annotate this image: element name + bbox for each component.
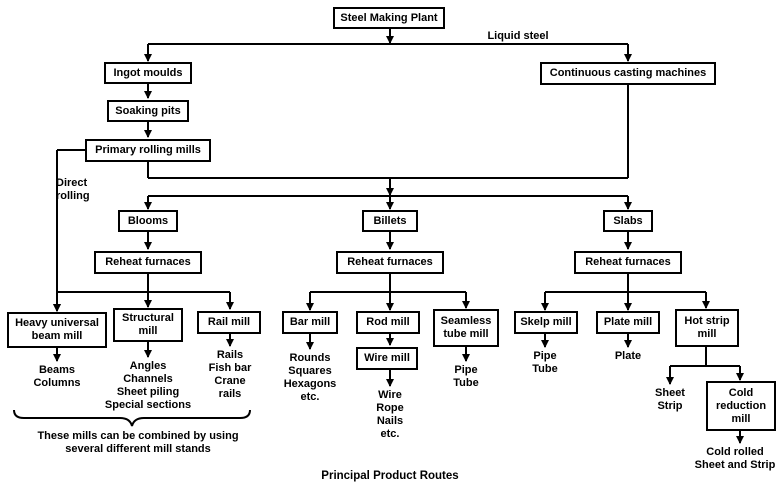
products-plate: Plate bbox=[614, 350, 642, 362]
products-structural: Angles Channels Sheet piling Special sec… bbox=[104, 360, 192, 411]
products-skelp: Pipe Tube bbox=[532, 350, 558, 375]
node-bar-mill: Bar mill bbox=[282, 311, 338, 334]
node-rail-mill: Rail mill bbox=[197, 311, 261, 334]
products-seamless: Pipe Tube bbox=[453, 364, 479, 389]
products-rail: Rails Fish bar Crane rails bbox=[208, 349, 252, 400]
node-heavy-universal-beam-mill: Heavy universal beam mill bbox=[7, 312, 107, 348]
label-liquid-steel: Liquid steel bbox=[487, 30, 549, 42]
node-blooms: Blooms bbox=[118, 210, 178, 232]
products-heavy-beam: Beams Columns bbox=[33, 364, 81, 389]
node-plate-mill: Plate mill bbox=[596, 311, 660, 334]
node-reheat-furnaces-blooms: Reheat furnaces bbox=[94, 251, 202, 274]
node-skelp-mill: Skelp mill bbox=[514, 311, 578, 334]
node-reheat-furnaces-slabs: Reheat furnaces bbox=[574, 251, 682, 274]
mill-combination-note: These mills can be combined by using sev… bbox=[37, 430, 239, 455]
node-reheat-furnaces-billets: Reheat furnaces bbox=[336, 251, 444, 274]
node-wire-mill: Wire mill bbox=[356, 347, 418, 370]
node-slabs: Slabs bbox=[603, 210, 653, 232]
node-cold-reduction-mill: Cold reduction mill bbox=[706, 381, 776, 431]
node-billets: Billets bbox=[362, 210, 418, 232]
node-hot-strip-mill: Hot strip mill bbox=[675, 309, 739, 347]
products-hot-strip: Sheet Strip bbox=[655, 387, 685, 412]
products-bar: Rounds Squares Hexagons etc. bbox=[283, 352, 337, 403]
node-rod-mill: Rod mill bbox=[356, 311, 420, 334]
grouping-brace bbox=[13, 409, 251, 427]
node-steel-making-plant: Steel Making Plant bbox=[333, 7, 445, 29]
diagram-caption: Principal Product Routes bbox=[321, 470, 459, 482]
node-soaking-pits: Soaking pits bbox=[107, 100, 189, 122]
products-wire: Wire Rope Nails etc. bbox=[376, 389, 404, 440]
node-seamless-tube-mill: Seamless tube mill bbox=[433, 309, 499, 347]
node-structural-mill: Structural mill bbox=[113, 308, 183, 342]
node-continuous-casting: Continuous casting machines bbox=[540, 62, 716, 85]
node-ingot-moulds: Ingot moulds bbox=[104, 62, 192, 84]
products-cold-reduction: Cold rolled Sheet and Strip bbox=[694, 446, 776, 471]
node-primary-rolling-mills: Primary rolling mills bbox=[85, 139, 211, 162]
label-direct-rolling: Direct rolling bbox=[56, 177, 90, 202]
